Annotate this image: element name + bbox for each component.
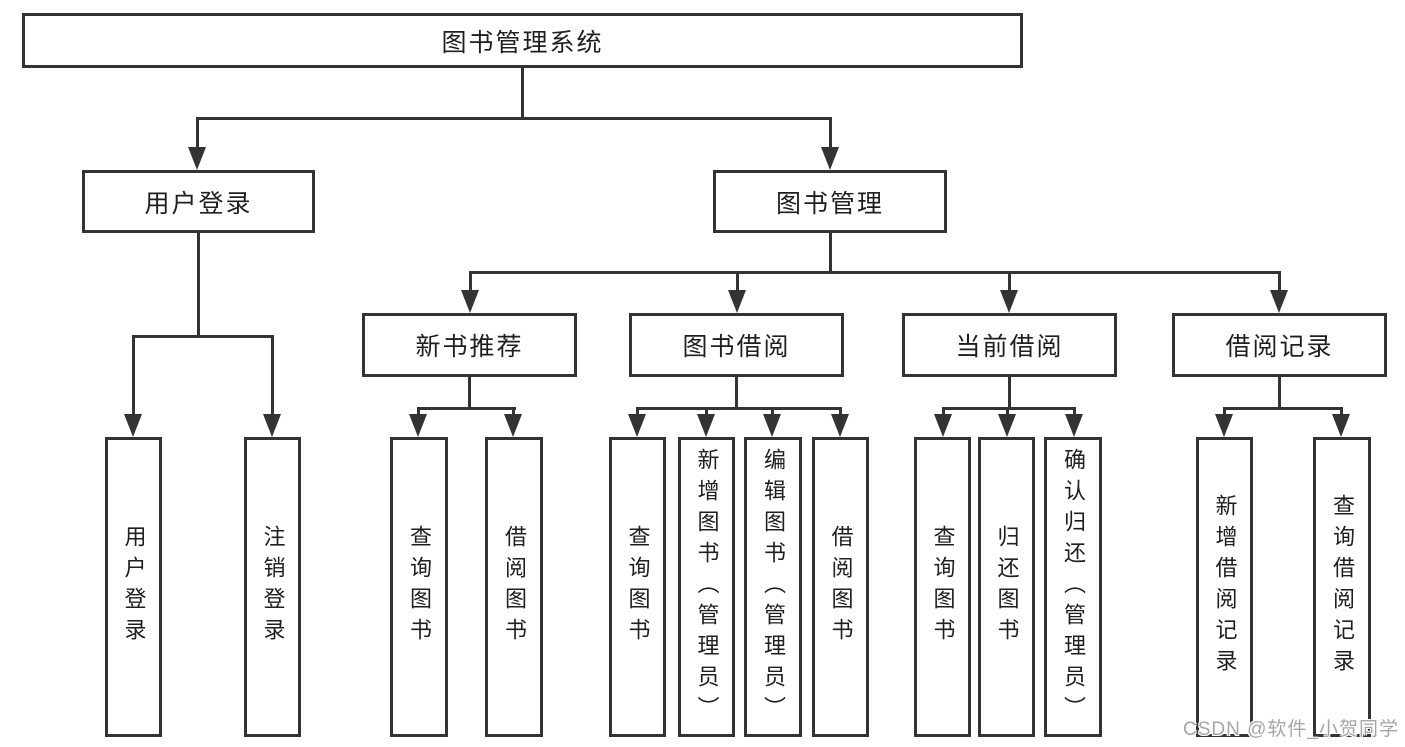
arrow-down-icon	[821, 147, 839, 170]
connector-line	[132, 335, 135, 415]
connector-line	[196, 117, 832, 120]
arrow-down-icon	[934, 414, 952, 437]
leaf-label: 确认归还（管理员）	[1061, 447, 1086, 727]
arrow-down-icon	[1270, 290, 1288, 313]
leaf-label: 借阅图书	[828, 525, 854, 649]
leaf-label: 查询图书	[407, 525, 432, 649]
connector-line	[417, 407, 420, 415]
connector-line	[771, 407, 774, 415]
watermark: CSDN @软件_小贺同学	[1183, 719, 1399, 740]
leaf-confirm-return-admin: 确认归还（管理员）	[1044, 437, 1102, 737]
leaf-edit-books-admin: 编辑图书（管理员）	[744, 437, 802, 737]
connector-line	[1223, 407, 1342, 410]
node-borrow-records: 借阅记录	[1172, 313, 1387, 377]
arrow-down-icon	[697, 414, 715, 437]
connector-line	[942, 407, 1076, 410]
arrow-down-icon	[461, 290, 479, 313]
node-user-login: 用户登录	[82, 170, 315, 233]
leaf-borrow-books: 借阅图书	[812, 437, 869, 737]
arrow-down-icon	[998, 414, 1016, 437]
leaf-label: 新增借阅记录	[1212, 494, 1238, 680]
leaf-borrow-books: 借阅图书	[485, 437, 543, 737]
node-label: 新书推荐	[415, 333, 524, 361]
leaf-label: 新增图书（管理员）	[694, 447, 720, 727]
arrow-down-icon	[831, 414, 849, 437]
connector-line	[196, 117, 199, 148]
leaf-add-books-admin: 新增图书（管理员）	[678, 437, 735, 737]
arrow-down-icon	[263, 414, 281, 437]
leaf-logout: 注销登录	[244, 437, 301, 737]
connector-line	[271, 335, 274, 415]
node-book-manage: 图书管理	[713, 170, 947, 233]
arrow-down-icon	[1215, 414, 1233, 437]
arrow-down-icon	[1000, 290, 1018, 313]
connector-line	[705, 407, 708, 415]
connector-line	[839, 407, 842, 415]
node-new-book-recommend: 新书推荐	[362, 313, 577, 377]
node-root: 图书管理系统	[22, 13, 1023, 68]
connector-line	[736, 271, 739, 291]
leaf-label: 用户登录	[121, 525, 147, 649]
connector-line	[829, 233, 832, 272]
arrow-down-icon	[763, 414, 781, 437]
arrow-down-icon	[188, 147, 206, 170]
leaf-label: 注销登录	[260, 525, 286, 649]
leaf-query-borrow-record: 查询借阅记录	[1313, 437, 1371, 737]
connector-line	[636, 407, 639, 415]
connector-line	[197, 233, 200, 336]
connector-line	[512, 407, 515, 415]
connector-line	[469, 271, 472, 291]
leaf-add-borrow-record: 新增借阅记录	[1196, 437, 1253, 737]
connector-line	[942, 407, 945, 415]
leaf-query-books: 查询图书	[914, 437, 971, 737]
leaf-label: 查询图书	[625, 525, 651, 649]
connector-line	[1008, 377, 1011, 408]
connector-line	[636, 407, 842, 410]
node-label: 借阅记录	[1225, 333, 1334, 361]
node-label: 图书管理	[775, 189, 884, 218]
leaf-label: 编辑图书（管理员）	[761, 447, 786, 727]
connector-line	[469, 271, 1281, 274]
connector-line	[1223, 407, 1226, 415]
arrow-down-icon	[504, 414, 522, 437]
connector-line	[1008, 271, 1011, 291]
leaf-label: 查询图书	[930, 525, 956, 649]
node-label: 当前借阅	[955, 333, 1064, 361]
arrow-down-icon	[409, 414, 427, 437]
leaf-label: 查询借阅记录	[1330, 494, 1355, 680]
leaf-query-books: 查询图书	[609, 437, 666, 737]
node-current-borrow: 当前借阅	[902, 313, 1117, 377]
leaf-return-books: 归还图书	[978, 437, 1035, 737]
connector-line	[1278, 271, 1281, 291]
leaf-user-login: 用户登录	[105, 437, 162, 737]
node-label: 图书管理系统	[441, 28, 604, 57]
connector-line	[521, 68, 524, 118]
arrow-down-icon	[124, 414, 142, 437]
node-label: 用户登录	[144, 189, 253, 218]
connector-line	[1278, 377, 1281, 408]
arrow-down-icon	[628, 414, 646, 437]
connector-line	[829, 117, 832, 148]
connector-line	[735, 377, 738, 408]
connector-line	[132, 335, 274, 338]
arrow-down-icon	[1332, 414, 1350, 437]
leaf-query-books: 查询图书	[390, 437, 448, 737]
connector-line	[1006, 407, 1009, 415]
node-book-borrow: 图书借阅	[629, 313, 844, 377]
arrow-down-icon	[728, 290, 746, 313]
arrow-down-icon	[1065, 414, 1083, 437]
leaf-label: 借阅图书	[502, 525, 527, 649]
connector-line	[468, 377, 471, 408]
connector-line	[1073, 407, 1076, 415]
leaf-label: 归还图书	[994, 525, 1020, 649]
node-label: 图书借阅	[682, 333, 791, 361]
connector-line	[1340, 407, 1343, 415]
connector-line	[417, 407, 516, 410]
